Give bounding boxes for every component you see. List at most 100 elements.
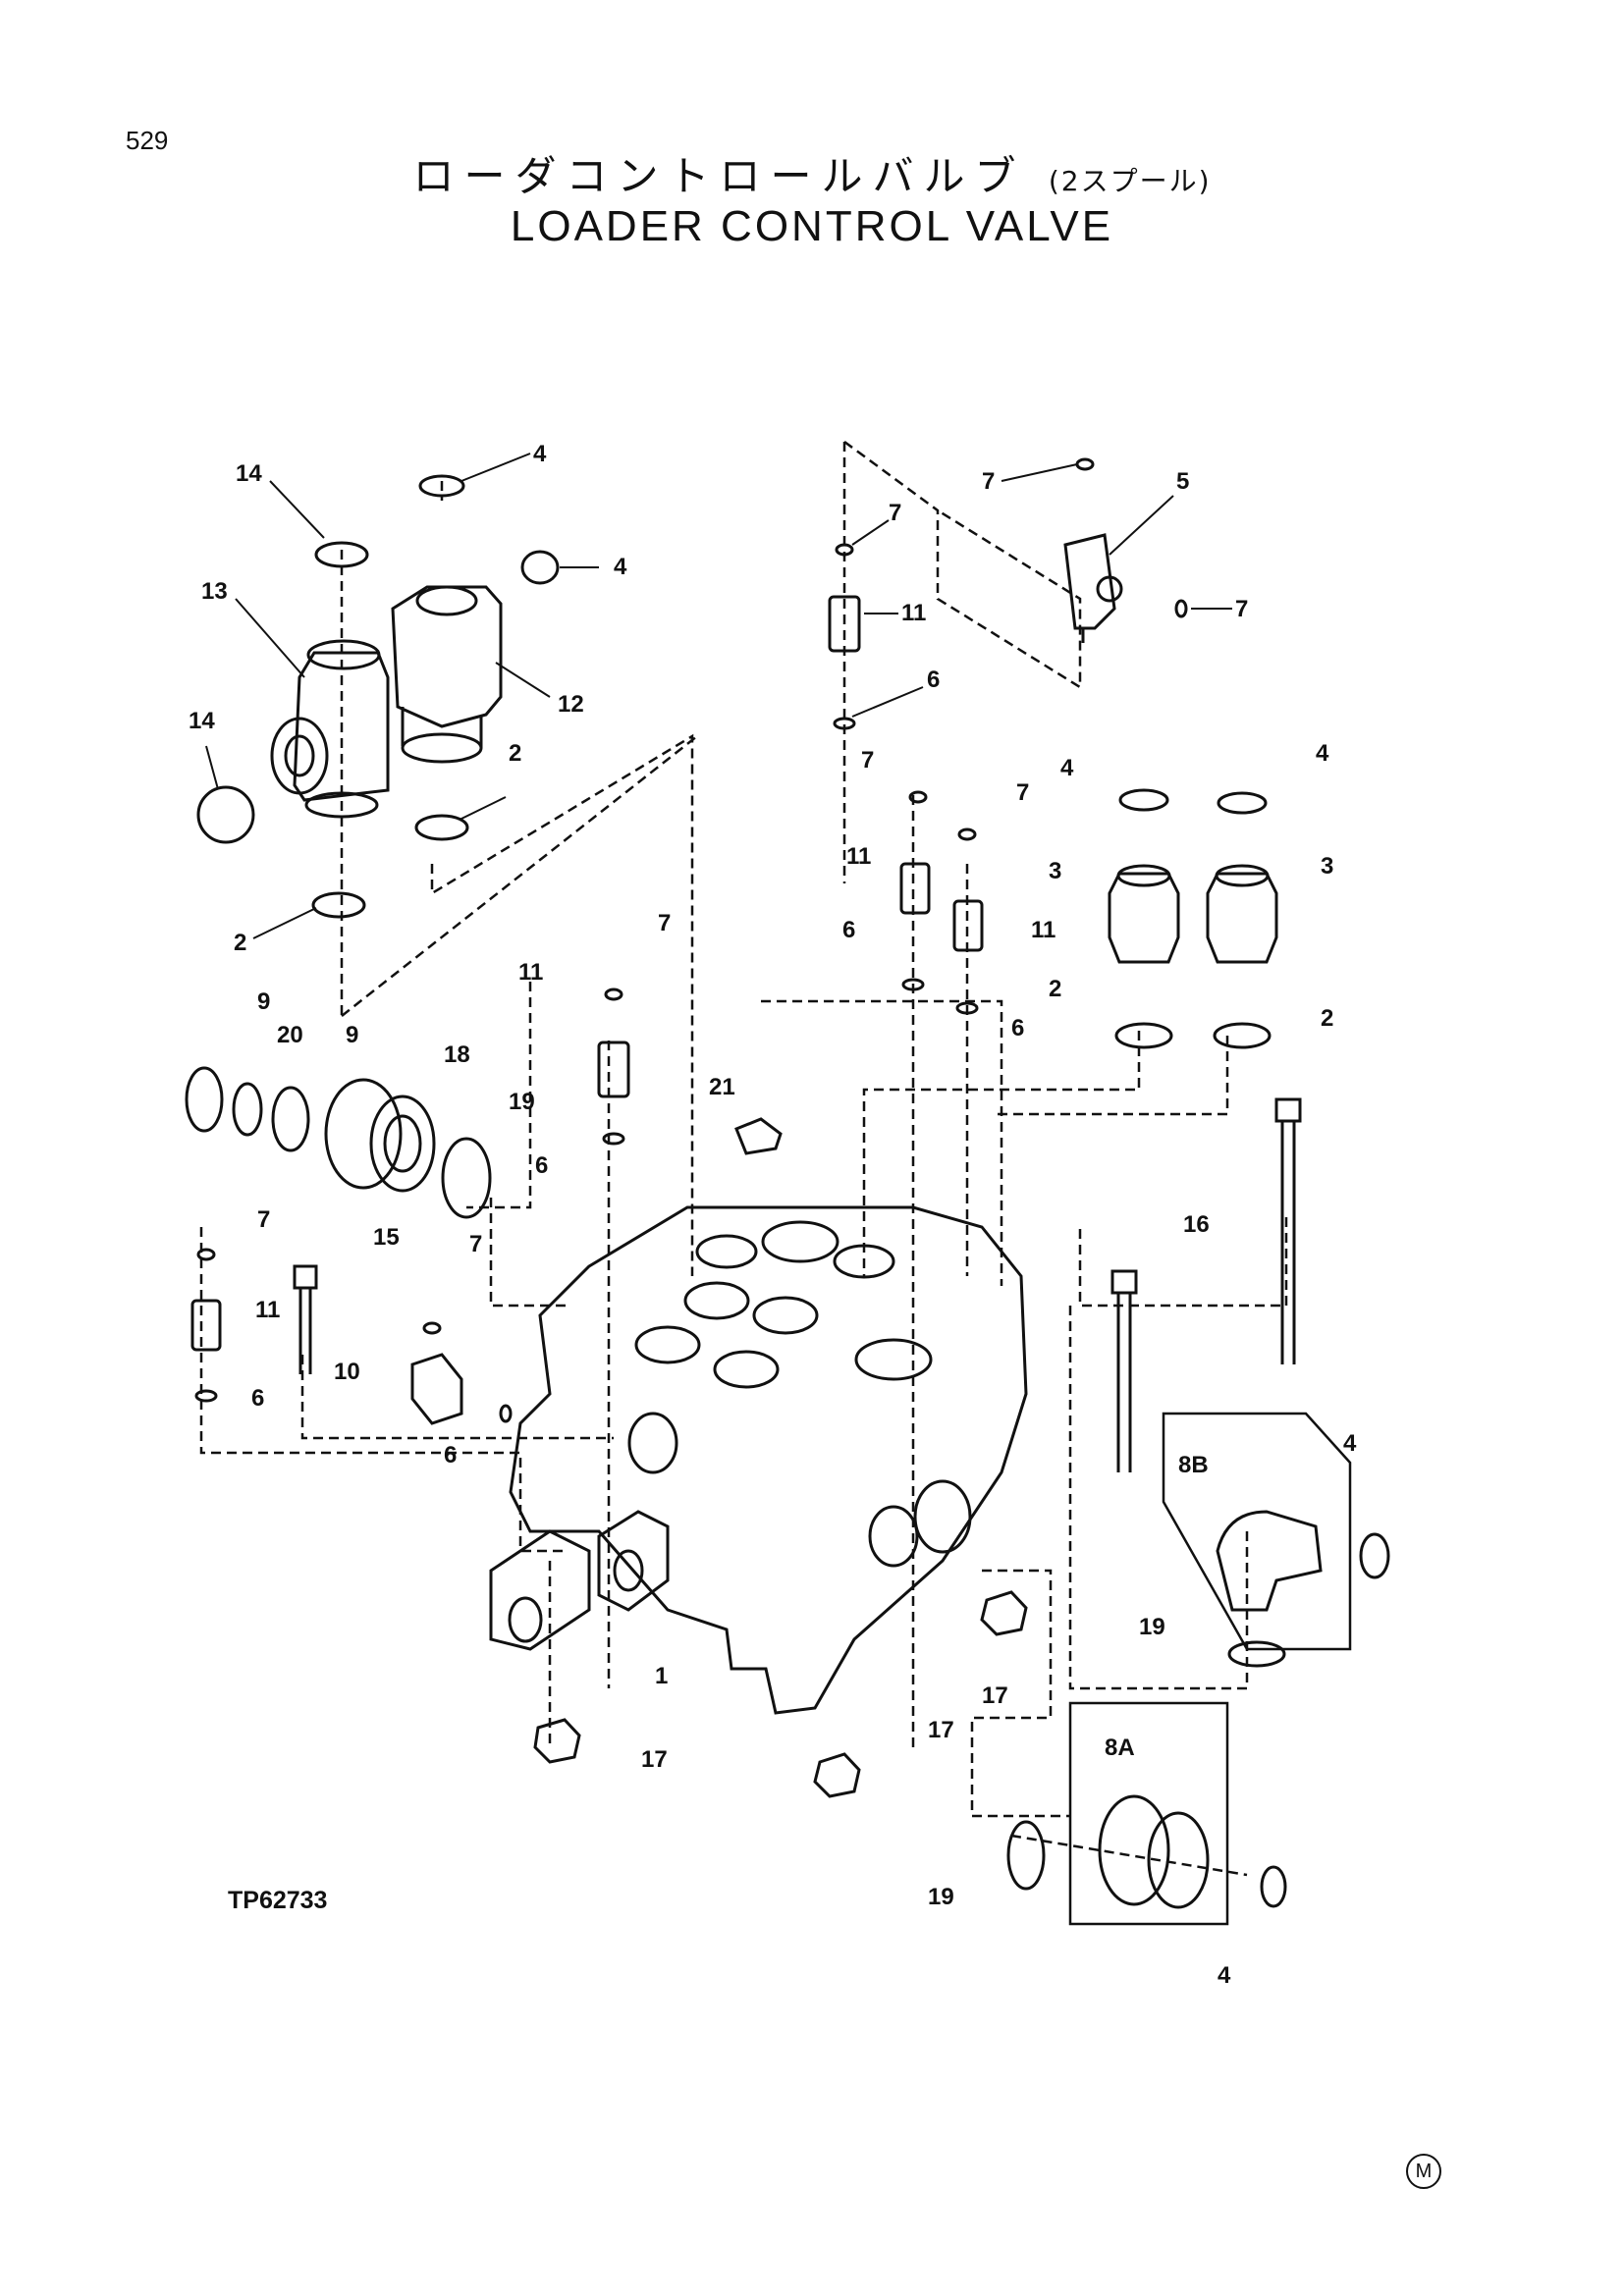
label-7-mid-a: 7 [861, 747, 874, 774]
label-4-right-a: 4 [1060, 755, 1074, 781]
label-6-left: 6 [535, 1152, 548, 1179]
fitting-11-top [828, 595, 861, 653]
o-ring-2-left [311, 891, 366, 919]
label-17-left: 17 [641, 1746, 668, 1773]
o-ring-19-bottom [1006, 1820, 1046, 1891]
leader-lines [205, 453, 1232, 939]
elbow-8b [1216, 1510, 1323, 1612]
label-11-low-left: 11 [255, 1297, 280, 1323]
plug-18 [324, 1078, 403, 1190]
box-8a [1068, 1701, 1229, 1926]
fitting-11-mid-b [952, 899, 984, 952]
label-11-left: 11 [518, 959, 543, 986]
label-7-left-mid: 7 [658, 910, 671, 936]
label-19-left: 19 [509, 1089, 535, 1115]
label-11-top: 11 [901, 600, 926, 626]
label-8b: 8B [1178, 1452, 1209, 1478]
label-6-mid-b: 6 [1011, 1015, 1024, 1041]
trademark-symbol: M [1406, 2154, 1441, 2189]
label-2-right-b: 2 [1321, 1005, 1333, 1032]
o-ring-19-left [441, 1137, 492, 1219]
label-20: 20 [277, 1022, 303, 1048]
bolt-15-head [293, 1264, 318, 1290]
o-ring-9-a [185, 1066, 224, 1133]
o-ring-4-right-a [1118, 788, 1169, 812]
label-4-side: 4 [614, 554, 627, 580]
label-8a: 8A [1105, 1735, 1135, 1761]
label-6-elbow10: 6 [444, 1442, 457, 1468]
label-7-top-right: 7 [982, 468, 995, 495]
label-16: 16 [1183, 1211, 1210, 1238]
title-japanese-main: ローダコントロールバルブ [412, 152, 1026, 200]
nut-17-b [813, 1752, 861, 1798]
callout-labels: 14 4 4 13 12 14 2 2 7 5 7 7 11 6 7 7 11 … [189, 441, 1357, 1989]
box-8b [1162, 1412, 1352, 1651]
label-11-mid-a: 11 [846, 843, 871, 870]
fitting-11-left [597, 1041, 630, 1098]
dashed-assembly-lines [199, 440, 1288, 1877]
label-2-center: 2 [509, 740, 521, 767]
label-17-center: 17 [928, 1717, 954, 1743]
label-19-bottom: 19 [928, 1884, 954, 1910]
label-7-low-left: 7 [257, 1206, 270, 1233]
o-ring-20 [232, 1082, 263, 1137]
label-14-top: 14 [236, 460, 262, 487]
label-4-right-b: 4 [1316, 740, 1329, 767]
label-7-elbow10: 7 [469, 1231, 482, 1257]
o-ring-4-side [520, 550, 560, 585]
label-9-b: 9 [346, 1022, 358, 1048]
o-ring-4-elbow [1359, 1532, 1390, 1579]
valve-body-12 [391, 585, 503, 728]
label-12: 12 [558, 691, 584, 718]
fitting-11-mid-a [899, 862, 931, 915]
o-ring-2-right-a [1114, 1022, 1173, 1049]
label-6-low-left: 6 [251, 1385, 264, 1412]
label-4-elbow: 4 [1343, 1430, 1357, 1457]
label-13: 13 [201, 578, 228, 605]
elbow-10 [410, 1353, 463, 1425]
bolt-16-head [1274, 1097, 1302, 1123]
page-number: 529 [126, 126, 169, 155]
nut-17-a [533, 1718, 581, 1764]
label-6-mid-a: 6 [842, 917, 855, 943]
label-19-right: 19 [1139, 1614, 1165, 1640]
nut-17-c [980, 1590, 1028, 1636]
adapter-3-b [1206, 872, 1278, 964]
title-japanese: ローダコントロールバルブ (2スプール) [0, 143, 1624, 203]
adapter-3-a [1108, 872, 1180, 964]
fitting-11-low-left [190, 1299, 222, 1352]
label-21: 21 [709, 1074, 735, 1100]
label-5: 5 [1176, 468, 1189, 495]
o-ring-2-center [414, 814, 469, 841]
parts-outlines [185, 457, 1390, 1926]
valve-body-1 [489, 1205, 1028, 1715]
tee-fitting-13 [293, 651, 390, 802]
o-ring-19-right [1227, 1640, 1286, 1668]
plug-8a [1098, 1794, 1170, 1906]
label-4-top: 4 [533, 441, 547, 467]
label-3-b: 3 [1321, 853, 1333, 880]
label-9-a: 9 [257, 988, 270, 1015]
o-ring-4-bottom [1260, 1865, 1287, 1908]
label-7-top-center: 7 [889, 500, 901, 526]
label-6-top: 6 [927, 667, 940, 693]
title-english: LOADER CONTROL VALVE [510, 202, 1114, 250]
label-2-right-a: 2 [1049, 976, 1061, 1002]
label-4-bottom: 4 [1218, 1962, 1231, 1989]
nut-21 [734, 1117, 783, 1155]
o-ring-14-top [314, 541, 369, 568]
o-ring-2-right-b [1213, 1022, 1272, 1049]
label-3-a: 3 [1049, 858, 1061, 884]
o-ring-9-b [271, 1086, 310, 1152]
label-15: 15 [373, 1224, 400, 1251]
o-ring-4-right-b [1217, 791, 1268, 815]
label-7-valve5: 7 [1235, 596, 1248, 622]
label-14-side: 14 [189, 708, 215, 734]
label-17-right: 17 [982, 1682, 1008, 1709]
drawing-code: TP62733 [228, 1887, 328, 1914]
title-japanese-sub: (2スプール) [1048, 165, 1212, 197]
label-11-mid-b: 11 [1031, 917, 1056, 943]
valve-5 [1063, 533, 1116, 630]
label-1: 1 [655, 1663, 668, 1689]
